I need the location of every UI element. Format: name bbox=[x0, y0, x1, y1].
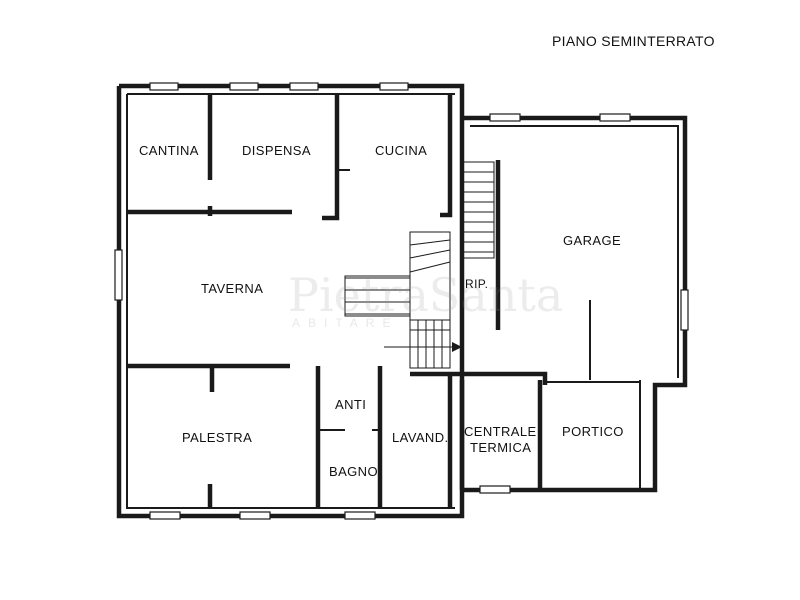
room-label-cucina: CUCINA bbox=[375, 143, 428, 158]
staircase bbox=[344, 161, 495, 369]
windows bbox=[114, 82, 689, 520]
watermark-logo: PietraSanta bbox=[288, 268, 564, 322]
floor-title: PIANO SEMINTERRATO bbox=[552, 33, 715, 49]
room-label-palestra: PALESTRA bbox=[182, 430, 253, 445]
interior-walls bbox=[127, 94, 548, 508]
room-label-termica: TERMICA bbox=[470, 440, 532, 455]
room-label-centrale: CENTRALE bbox=[464, 424, 537, 439]
watermark-subtitle: ABITARE bbox=[292, 316, 399, 330]
room-label-lavand: LAVAND. bbox=[392, 430, 449, 445]
garage-walls bbox=[462, 115, 688, 493]
room-label-anti: ANTI bbox=[335, 397, 367, 412]
room-label-portico: PORTICO bbox=[562, 424, 624, 439]
room-label-bagno: BAGNO bbox=[329, 464, 378, 479]
room-label-dispensa: DISPENSA bbox=[242, 143, 311, 158]
room-label-cantina: CANTINA bbox=[139, 143, 199, 158]
room-label-garage: GARAGE bbox=[563, 233, 622, 248]
room-label-taverna: TAVERNA bbox=[201, 281, 264, 296]
room-label-rip: RIP. bbox=[465, 277, 489, 291]
